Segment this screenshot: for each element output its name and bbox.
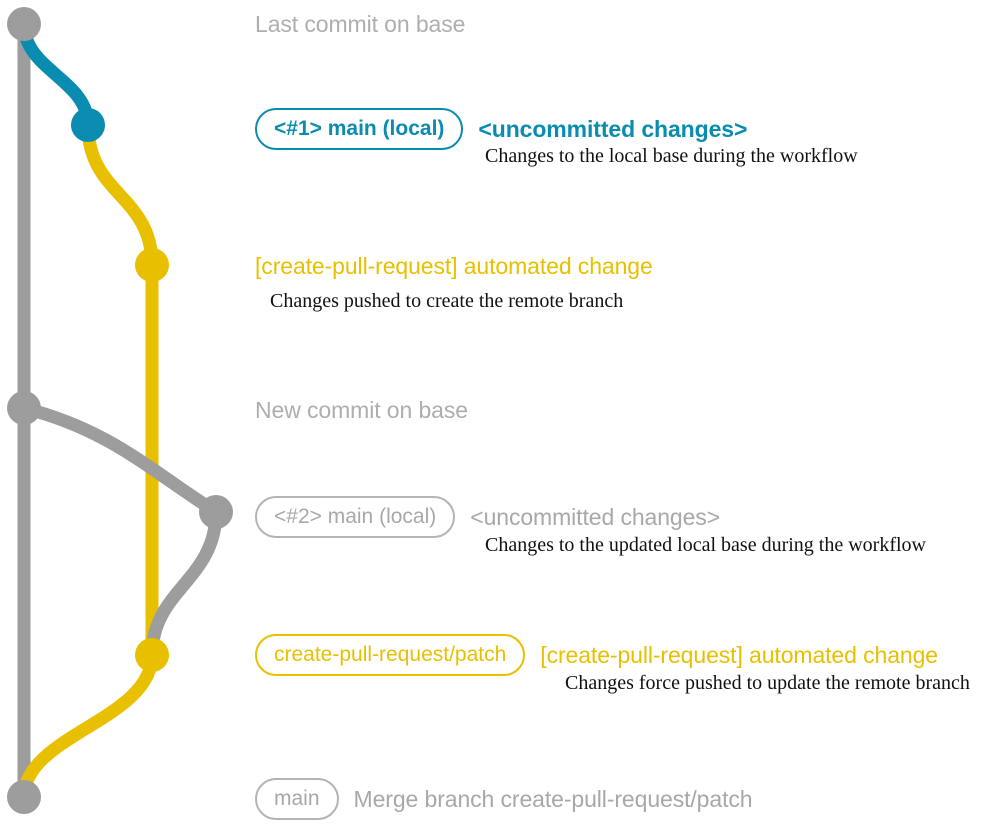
commit-row-local-change-2: <#2> main (local) <uncommitted changes> bbox=[255, 496, 720, 538]
branch-badge-create-pull-request-patch[interactable]: create-pull-request/patch bbox=[255, 634, 526, 676]
edge-base-to-local1 bbox=[17, 17, 95, 132]
branch-badge-main-local-1[interactable]: <#1> main (local) bbox=[255, 108, 464, 150]
commit-note-local-change-2: Changes to the updated local base during… bbox=[485, 534, 926, 556]
commit-row-automated-change-2: create-pull-request/patch [create-pull-r… bbox=[255, 634, 938, 676]
commit-subject-merge-commit: Merge branch create-pull-request/patch bbox=[353, 785, 753, 812]
edge-local2-to-patch2 bbox=[145, 505, 223, 662]
commit-note-local-change-1: Changes to the local base during the wor… bbox=[485, 145, 858, 167]
commit-subject-automated-change-1: [create-pull-request] automated change bbox=[255, 253, 653, 279]
commit-node-automated-change-2 bbox=[135, 638, 169, 672]
commit-subject-local-change-2: <uncommitted changes> bbox=[470, 503, 721, 530]
commit-row-automated-change-1: [create-pull-request] automated change bbox=[255, 253, 653, 280]
commit-node-automated-change-1 bbox=[135, 248, 169, 282]
commit-node-last-commit-on-base bbox=[7, 7, 41, 41]
commit-row-new-commit-on-base: New commit on base bbox=[255, 397, 468, 424]
commit-node-merge-commit bbox=[7, 780, 41, 814]
edge-base-to-local2 bbox=[17, 401, 223, 519]
edge-patch2-to-merge bbox=[17, 648, 159, 804]
commit-subject-last-commit-on-base: Last commit on base bbox=[255, 11, 466, 37]
branch-badge-main-local-2[interactable]: <#2> main (local) bbox=[255, 496, 456, 538]
commit-subject-local-change-1: <uncommitted changes> bbox=[478, 115, 748, 142]
edge-local1-to-patch1 bbox=[81, 118, 159, 272]
commit-node-local-change-1 bbox=[71, 108, 105, 142]
commit-row-last-commit-on-base: Last commit on base bbox=[255, 11, 465, 38]
commit-node-local-change-2 bbox=[199, 495, 233, 529]
commit-row-local-change-1: <#1> main (local) <uncommitted changes> bbox=[255, 108, 747, 150]
commit-row-merge-commit: main Merge branch create-pull-request/pa… bbox=[255, 778, 753, 820]
commit-subject-automated-change-2: [create-pull-request] automated change bbox=[540, 641, 938, 668]
commit-subject-new-commit-on-base: New commit on base bbox=[255, 397, 468, 423]
commit-note-automated-change-2: Changes force pushed to update the remot… bbox=[565, 672, 970, 694]
commit-node-new-commit-on-base bbox=[7, 391, 41, 425]
commit-note-automated-change-1: Changes pushed to create the remote bran… bbox=[270, 290, 624, 312]
branch-badge-main[interactable]: main bbox=[255, 778, 339, 820]
